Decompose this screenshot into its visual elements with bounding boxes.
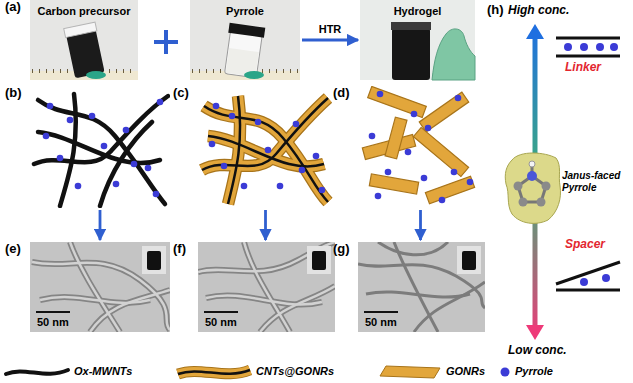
schematic-panel: (b) [30,86,170,208]
plus-sign [154,30,178,54]
panel-tag: (f) [173,242,186,257]
linker-icon [556,38,620,56]
scale-label: 50 nm [35,316,71,329]
vial-photo [190,0,300,80]
role-label: Spacer [565,238,605,252]
panel-tag: (d) [333,86,350,101]
panel-tag: (e) [5,242,21,257]
schematic-panel: (d) [358,86,483,208]
concentration-label: Low conc. [508,344,567,358]
photo-panel: Hydrogel [360,0,475,80]
molecule-label: Janus-faced Pyrrole [562,170,630,193]
edge-label: HTR [317,23,344,36]
tem-micrograph [198,242,335,332]
tem-image: (e)50 nm [30,242,170,332]
spacer-icon [556,262,620,290]
legend-text: CNTs@GONRs [256,365,334,378]
panel-tag: (g) [333,242,350,257]
pyrrole-molecule [505,153,560,223]
legend-text: Ox-MWNTs [74,365,132,378]
photo-label: Hydrogel [394,5,442,18]
photo-panel: Pyrrole [190,0,300,80]
panel-tag: (a) [5,0,21,15]
tem-image: (f)50 nm [198,242,335,332]
ox-mwnt-network [34,94,168,206]
process-arrow [264,210,267,240]
legend-samples [6,366,510,378]
panel-tag: (h) [487,3,504,18]
gonr-network [362,86,474,203]
photo-label: Pyrrole [226,5,264,18]
panel-tag: (c) [173,86,189,101]
tem-image: (g)50 nm [358,242,485,332]
concentration-label: High conc. [508,4,569,18]
process-arrow [99,210,102,240]
schematic-panel: (c) [198,86,333,208]
legend-text: GONRs [446,365,485,378]
scale-label: 50 nm [203,316,239,329]
process-arrow [419,210,422,240]
process-arrow [302,39,358,42]
tem-micrograph [358,242,485,332]
photo-panel: (a)Carbon precursor [30,0,138,80]
cnt-gonr-network [202,96,328,204]
panel-tag: (b) [5,86,22,101]
legend-text: Pyrrole [515,365,553,378]
scale-label: 50 nm [363,316,399,329]
vial-photo [30,0,138,80]
hydrogel-photo [360,0,475,80]
tem-micrograph [30,242,170,332]
role-label: Linker [565,61,601,75]
photo-label: Carbon precursor [38,5,131,18]
